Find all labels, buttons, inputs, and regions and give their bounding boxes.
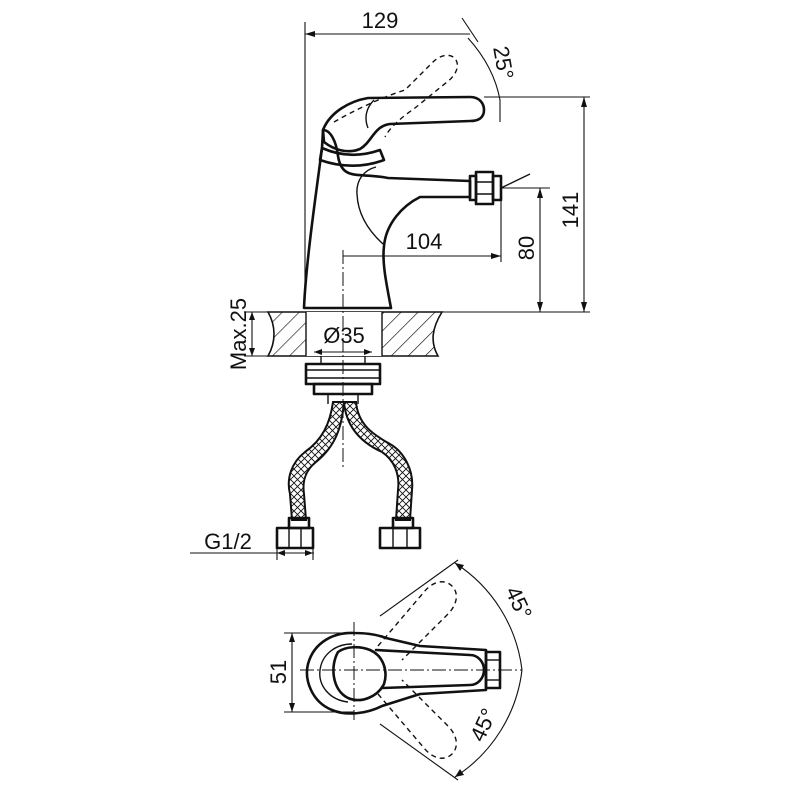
dim-45-top-label: 45°	[500, 582, 537, 623]
lever-handle	[321, 95, 486, 153]
dim-max-25-label: Max.25	[226, 298, 251, 370]
countertop-section	[266, 311, 444, 357]
dim-129-label: 129	[362, 8, 399, 33]
top-view: 51 45° 45°	[266, 559, 537, 781]
dim-80: 80	[501, 187, 550, 312]
dim-45-bottom-label: 45°	[465, 704, 502, 745]
dim-max-25: Max.25	[226, 298, 276, 370]
dim-104: 104	[343, 200, 502, 262]
dim-25deg: 25°	[467, 37, 519, 122]
dim-diameter-35: Ø35	[314, 323, 372, 355]
dim-diameter-35-label: Ø35	[323, 323, 365, 348]
side-view: 129 25° 141 80	[190, 8, 590, 560]
dim-51-label: 51	[266, 660, 291, 684]
dim-thread-g12: G1/2	[190, 529, 314, 560]
dim-25deg-label: 25°	[488, 44, 518, 81]
flex-hoses	[275, 401, 422, 550]
dim-129: 129	[304, 8, 479, 300]
dim-104-label: 104	[406, 229, 443, 254]
top-lever-rotated-up	[377, 581, 458, 661]
dim-51: 51	[266, 632, 354, 713]
dim-thread-g12-label: G1/2	[204, 529, 252, 554]
dim-80-label: 80	[514, 236, 539, 260]
dim-141-label: 141	[558, 192, 583, 229]
dim-141: 141	[383, 96, 590, 313]
top-lever	[374, 648, 486, 690]
top-lever-hub	[332, 645, 387, 702]
top-body-inner	[319, 643, 353, 703]
tap-body	[302, 128, 531, 310]
top-lever-rotated-down	[377, 679, 458, 759]
